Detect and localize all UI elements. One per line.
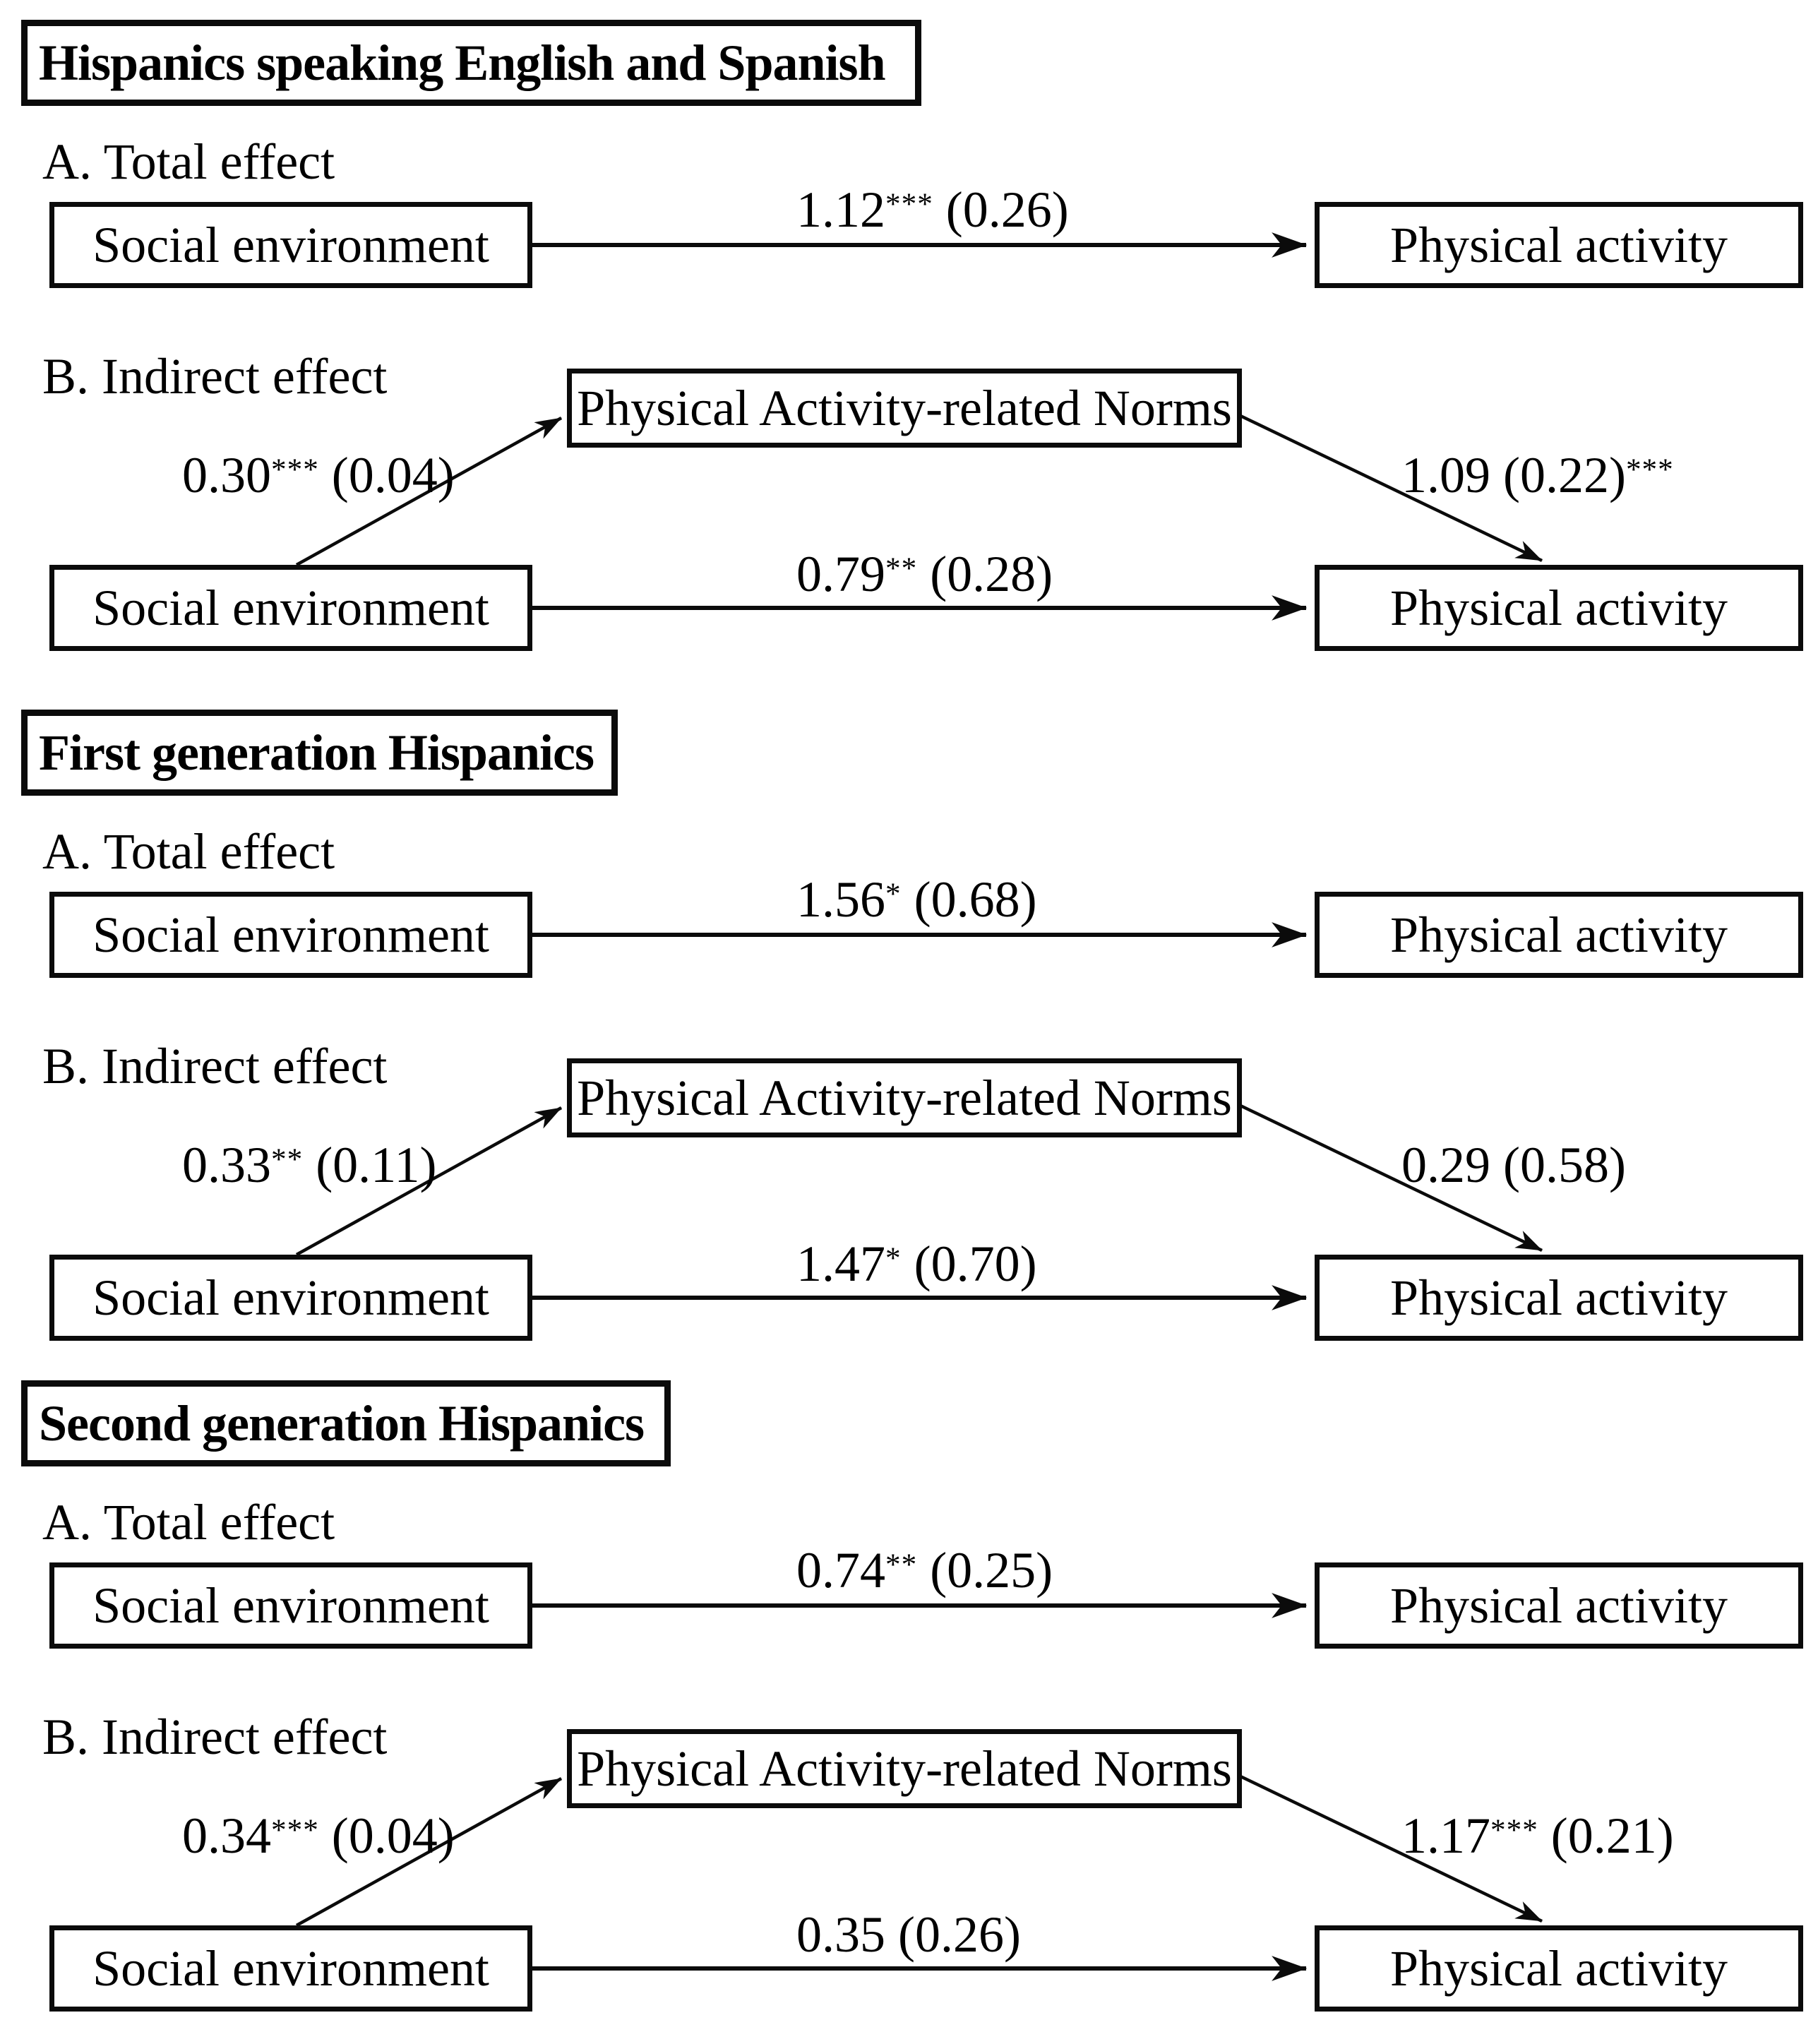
group-title: Hispanics speaking English and Spanish	[21, 20, 921, 106]
direct-effect-coefficient: 0.35 (0.26)	[796, 1906, 1021, 1963]
path-arrows	[295, 232, 1543, 621]
indirect-effect-label: B. Indirect effect	[42, 1709, 388, 1765]
outcome-box-indirect: Physical activity	[1315, 1255, 1803, 1341]
exposure-box-indirect: Social environment	[49, 565, 532, 651]
exposure-box-total: Social environment	[49, 892, 532, 978]
group-title: Second generation Hispanics	[21, 1380, 671, 1466]
b-path-arrow	[1238, 413, 1543, 563]
path-arrows	[295, 922, 1543, 1310]
group-second-generation: Second generation Hispanics A. Total eff…	[0, 1380, 1818, 2044]
b-path-coefficient: 1.17*** (0.21)	[1401, 1807, 1674, 1864]
mediator-box: Physical Activity-related Norms	[567, 1729, 1242, 1808]
total-effect-label: A. Total effect	[42, 1494, 335, 1550]
exposure-box-total: Social environment	[49, 202, 532, 288]
direct-effect-coefficient: 0.79** (0.28)	[796, 546, 1053, 602]
outcome-box-indirect: Physical activity	[1315, 1925, 1803, 2012]
mediator-box: Physical Activity-related Norms	[567, 1058, 1242, 1137]
outcome-box-indirect: Physical activity	[1315, 565, 1803, 651]
path-arrows	[295, 1593, 1543, 1981]
a-path-coefficient: 0.30*** (0.04)	[182, 447, 455, 503]
a-path-coefficient: 0.33** (0.11)	[182, 1137, 437, 1193]
a-path-coefficient: 0.34*** (0.04)	[182, 1807, 455, 1864]
a-path-arrow	[295, 417, 563, 566]
direct-effect-coefficient: 1.47* (0.70)	[796, 1236, 1037, 1292]
b-path-arrow	[1238, 1103, 1543, 1253]
indirect-effect-label: B. Indirect effect	[42, 1038, 388, 1094]
total-effect-coefficient: 0.74** (0.25)	[796, 1542, 1053, 1598]
exposure-box-indirect: Social environment	[49, 1925, 532, 2012]
b-path-arrow	[1238, 1774, 1543, 1923]
exposure-box-total: Social environment	[49, 1562, 532, 1649]
a-path-arrow	[295, 1106, 563, 1256]
group-first-generation: First generation Hispanics A. Total effe…	[0, 710, 1818, 1377]
total-effect-coefficient: 1.56* (0.68)	[796, 871, 1037, 928]
total-effect-label: A. Total effect	[42, 823, 335, 880]
b-path-coefficient: 1.09 (0.22)***	[1401, 447, 1674, 503]
a-path-arrow	[295, 1777, 563, 1927]
total-effect-coefficient: 1.12*** (0.26)	[796, 181, 1069, 238]
outcome-box-total: Physical activity	[1315, 202, 1803, 288]
mediator-box: Physical Activity-related Norms	[567, 369, 1242, 448]
outcome-box-total: Physical activity	[1315, 892, 1803, 978]
indirect-effect-label: B. Indirect effect	[42, 348, 388, 405]
exposure-box-indirect: Social environment	[49, 1255, 532, 1341]
total-effect-label: A. Total effect	[42, 133, 335, 190]
group-title: First generation Hispanics	[21, 710, 618, 796]
b-path-coefficient: 0.29 (0.58)	[1401, 1137, 1626, 1193]
group-bilingual-hispanics: Hispanics speaking English and Spanish A…	[0, 20, 1818, 687]
outcome-box-total: Physical activity	[1315, 1562, 1803, 1649]
